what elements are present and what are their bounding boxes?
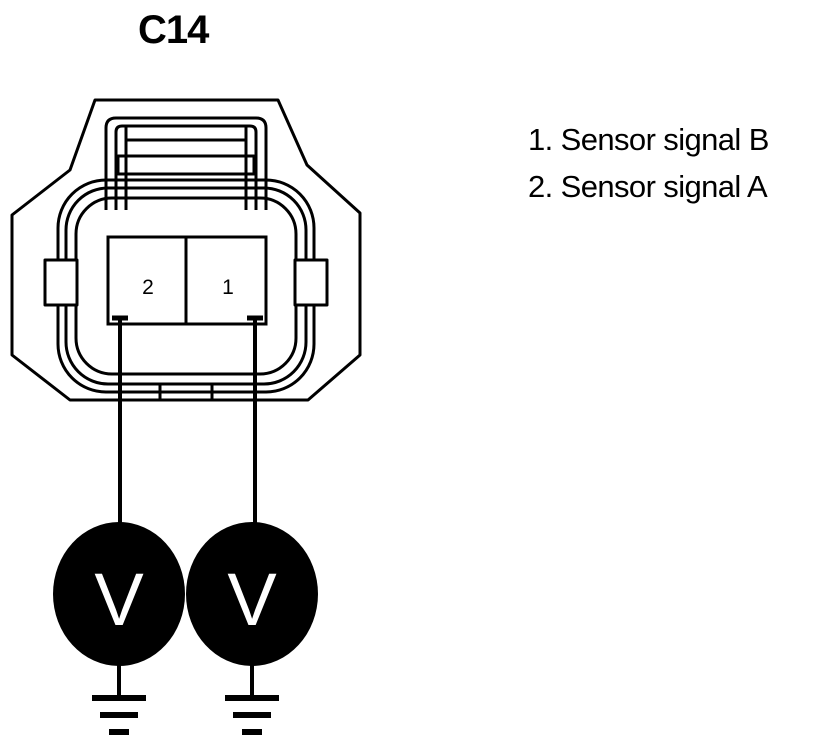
connector-title: C14: [138, 8, 209, 52]
voltmeter-pin-2: V: [53, 522, 185, 666]
pin-label-1: 1: [222, 276, 234, 299]
pin-legend: 1. Sensor signal B 2. Sensor signal A: [528, 116, 769, 210]
voltmeter-2-body: [53, 522, 185, 666]
pin-cavity-1: [184, 235, 268, 326]
probe-wires: [112, 315, 263, 525]
voltmeter-1-label: V: [227, 558, 277, 641]
legend-item-pin-2: 2. Sensor signal A: [528, 169, 768, 204]
voltmeter-2-label: V: [94, 558, 144, 641]
pin-cavities: [106, 235, 268, 326]
ground-symbol-right: [225, 664, 279, 735]
pin-label-2: 2: [142, 276, 154, 299]
legend-item-pin-1: 1. Sensor signal B: [528, 122, 769, 157]
connector-body: [10, 98, 362, 402]
voltmeter-1-body: [186, 522, 318, 666]
ground-symbol-left: [92, 664, 146, 735]
voltmeter-pin-1: V: [186, 522, 318, 666]
